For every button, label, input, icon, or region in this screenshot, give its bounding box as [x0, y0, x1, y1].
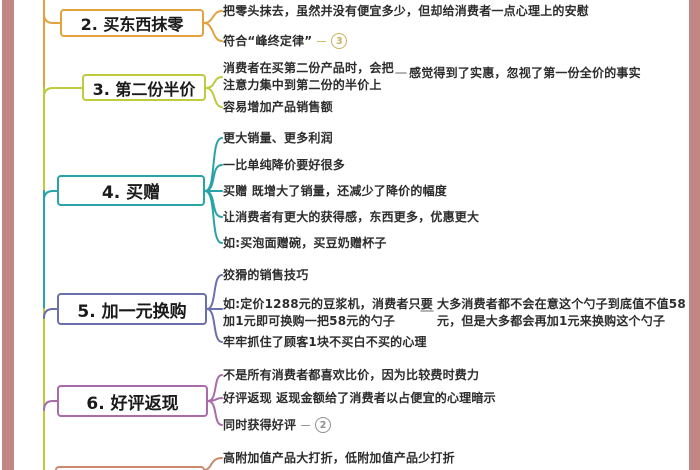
bracket-5a [206, 274, 223, 310]
leaf-4-1[interactable]: 更大销量、更多利润 [223, 131, 333, 145]
bracket-3b [205, 87, 223, 108]
leaf-4-4[interactable]: 让消费者有更大的获得感，东西更多，优惠更大 [223, 210, 480, 224]
elbow-node-5 [43, 308, 58, 319]
bracket-4d [204, 190, 223, 218]
numbered-badge-icon[interactable]: 2 [315, 417, 332, 433]
branch-node-3-label: 3. 第二份半价 [92, 79, 196, 99]
branch-node-6[interactable]: 6. 好评返现 [57, 385, 208, 417]
page-edge-left [2, 0, 14, 470]
leaf-6-3-text: 同时获得好评 [223, 417, 297, 432]
bracket-4a [204, 137, 223, 192]
leaf-2-2[interactable]: 符合“峰终定律” 3 [223, 33, 348, 49]
leaf-5-2[interactable]: 如:定价1288元的豆浆机，消费者只要 加1元即可换购一把58元的勺子 [223, 297, 433, 328]
bracket-4e [204, 190, 223, 244]
elbow-node-2 [43, 13, 61, 24]
leaf-2-2-text: 符合“峰终定律” [223, 33, 313, 48]
leaf-3-1[interactable]: 消费者在买第二份产品时，会把 注意力集中到第二份的半价上 [223, 61, 394, 92]
branch-node-6-label: 6. 好评返现 [86, 393, 179, 414]
leaf-4-5[interactable]: 如:买泡面赠碗，买豆奶赠杯子 [223, 236, 387, 250]
branch-node-7-clipped[interactable] [55, 466, 205, 470]
bracket-2b [203, 22, 223, 42]
numbered-badge-icon[interactable]: 3 [331, 33, 348, 49]
branch-node-4[interactable]: 4. 买赠 [57, 175, 205, 206]
leaf-6-2[interactable]: 好评返现 返现金额给了消费者以占便宜的心理暗示 [223, 391, 496, 405]
leaf-3-1-sub[interactable]: 感觉得到了实惠，忽视了第一份全价的事实 [409, 66, 641, 80]
leaf-5-3[interactable]: 牢牢抓住了顾客1块不买白不买的心理 [223, 335, 427, 349]
branch-node-2[interactable]: 2. 买东西抹零 [60, 9, 204, 37]
leaf-2-1[interactable]: 把零头抹去，虽然并没有便宜多少，但却给消费者一点心理上的安慰 [223, 4, 590, 18]
bracket-6b [207, 397, 223, 402]
leaf-7-1[interactable]: 高附加值产品大打折，低附加值产品少打折 [223, 451, 455, 465]
bracket-7a [204, 457, 223, 470]
bracket-6c [207, 400, 223, 426]
bracket-6a [207, 374, 223, 402]
badge-dash [301, 424, 311, 426]
elbow-node-6 [43, 400, 58, 411]
leaf-4-2[interactable]: 一比单纯降价要好很多 [223, 158, 346, 172]
elbow-node-4 [43, 190, 58, 201]
bracket-5c [206, 308, 223, 343]
leaf-4-3[interactable]: 买赠 既增大了销量，还减少了降价的幅度 [223, 184, 447, 198]
page-edge-right [689, 0, 700, 470]
leaf-5-2-sub[interactable]: 大多消费者都不会在意这个勺子到底值不值58 元，但是大多都会再加1元来换购这个勺… [437, 297, 686, 328]
bracket-2a [203, 10, 223, 24]
elbow-node-3 [43, 87, 83, 98]
branch-node-5-label: 5. 加一元换购 [77, 301, 187, 322]
bracket-4b [204, 164, 223, 192]
branch-node-5[interactable]: 5. 加一元换购 [57, 293, 207, 325]
leaf-3-2[interactable]: 容易增加产品销售额 [223, 100, 333, 114]
leaf-6-3[interactable]: 同时获得好评 2 [223, 417, 332, 433]
leaf-5-1[interactable]: 狡猾的销售技巧 [223, 268, 309, 282]
bracket-3a [205, 76, 223, 89]
branch-node-3[interactable]: 3. 第二份半价 [82, 74, 206, 101]
leaf-6-1[interactable]: 不是所有消费者都喜欢比价，因为比较费时费力 [223, 368, 480, 382]
branch-node-2-label: 2. 买东西抹零 [80, 15, 184, 34]
badge-dash [317, 40, 327, 42]
branch-node-4-label: 4. 买赠 [101, 183, 161, 203]
